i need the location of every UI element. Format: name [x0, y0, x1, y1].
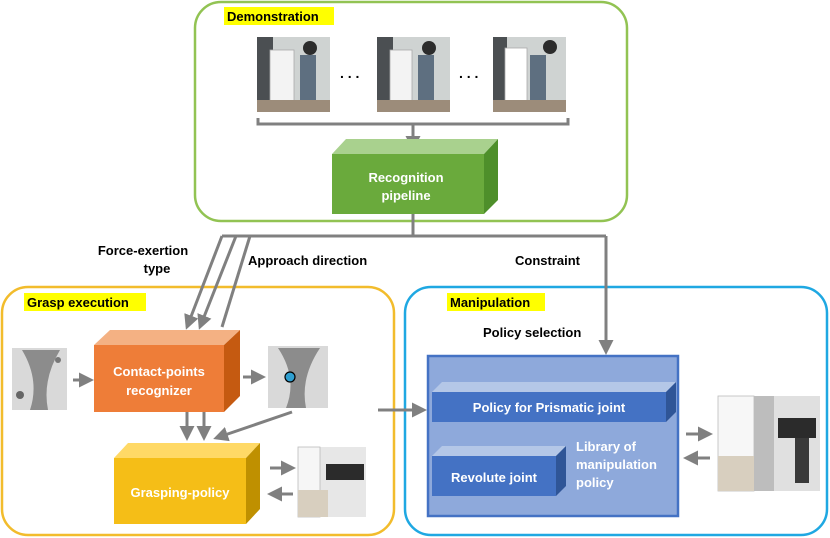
contact-point-output-image [268, 346, 328, 408]
revolute-policy-box [432, 446, 566, 496]
ellipsis-2: . . . [459, 65, 478, 81]
recognition-label-line1: Recognition [368, 170, 443, 185]
force-exertion-label-line1: Force-exertion [98, 243, 188, 258]
output-to-grasp-arrow [213, 410, 293, 442]
demo-frame-3 [493, 37, 566, 112]
demo-frame-1 [257, 37, 330, 112]
library-label-line1: Library of [576, 439, 637, 454]
depth-image-input [12, 348, 67, 410]
grasp-execution-title: Grasp execution [27, 295, 129, 310]
library-label-line3: policy [576, 475, 614, 490]
revolute-policy-label: Revolute joint [451, 470, 538, 485]
demonstration-section [193, 0, 629, 223]
force-exertion-arrow [184, 235, 224, 330]
robot-manipulation-photo [717, 395, 820, 492]
contact-label-line1: Contact-points [113, 364, 205, 379]
force-exertion-label-line2: type [144, 261, 171, 276]
approach-direction-arrow [197, 235, 238, 330]
grasp-title-highlight [24, 293, 146, 311]
frames-bracket [256, 118, 570, 126]
demonstration-title: Demonstration [227, 9, 319, 24]
contact-label-line2: recognizer [126, 383, 192, 398]
recognition-pipeline-box [332, 139, 498, 214]
approach-direction-label: Approach direction [248, 253, 367, 268]
grasping-policy-label: Grasping-policy [131, 485, 231, 500]
library-label-line2: manipulation [576, 457, 657, 472]
demo-frame-2 [377, 37, 450, 112]
demonstration-title-highlight [224, 7, 334, 25]
robot-grasp-photo [297, 446, 366, 518]
manipulation-title-highlight [447, 293, 545, 311]
prismatic-policy-label: Policy for Prismatic joint [473, 400, 626, 415]
prismatic-policy-box [432, 382, 676, 422]
policy-selection-label: Policy selection [483, 325, 581, 340]
constraint-label: Constraint [515, 253, 581, 268]
recognition-label-line2: pipeline [381, 188, 430, 203]
ellipsis-1: . . . [340, 65, 359, 81]
grasping-policy-box [114, 443, 260, 524]
contact-points-recognizer-box [94, 330, 240, 412]
manipulation-title: Manipulation [450, 295, 530, 310]
